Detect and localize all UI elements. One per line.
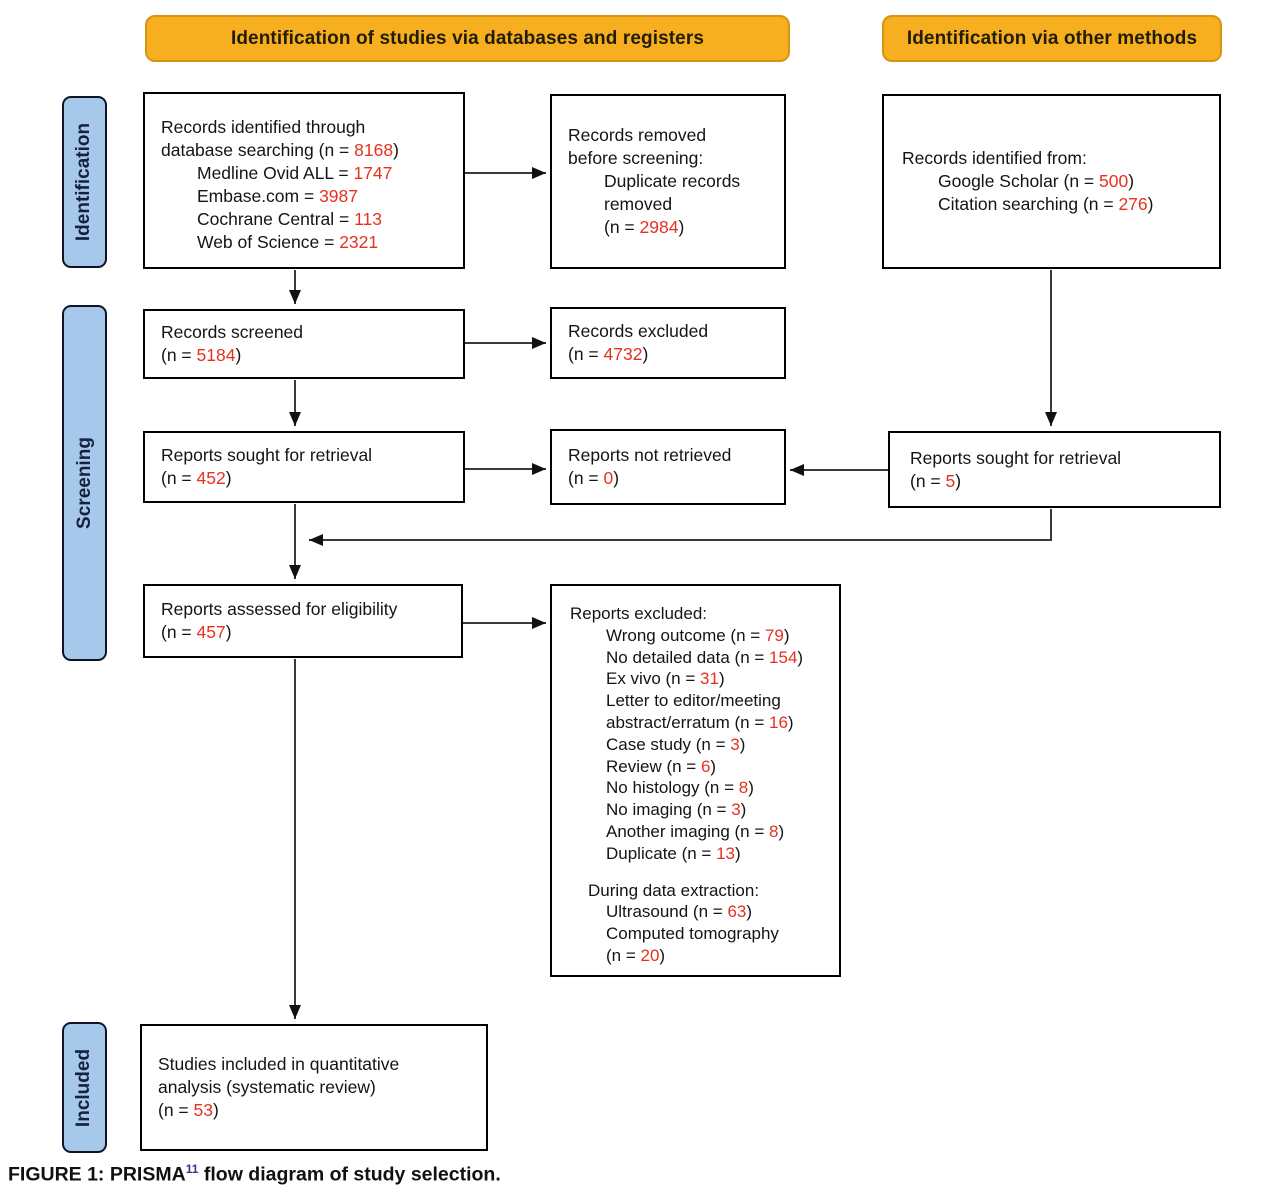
header-databases-label: Identification of studies via databases …: [230, 27, 705, 49]
figure-caption: FIGURE 1: PRISMA11 flow diagram of study…: [8, 1162, 501, 1186]
box-records-screened: Records screened(n = 5184): [143, 309, 465, 379]
header-databases-registers: Identification of studies via databases …: [145, 15, 790, 62]
stage-identification-text: Identification: [73, 122, 95, 242]
stage-included-text: Included: [73, 1048, 95, 1127]
box-reports-assessed-eligibility: Reports assessed for eligibility(n = 457…: [143, 584, 463, 658]
box-reports-sought-other: Reports sought for retrieval(n = 5): [888, 431, 1221, 508]
stage-label-screening: Screening: [62, 305, 107, 661]
header-other-label: Identification via other methods: [906, 27, 1198, 49]
box-records-identified-other: Records identified from:Google Scholar (…: [882, 94, 1221, 269]
box-records-excluded: Records excluded(n = 4732): [550, 307, 786, 379]
box-reports-excluded-detail: Reports excluded:Wrong outcome (n = 79)N…: [550, 584, 841, 977]
header-other-methods: Identification via other methods: [882, 15, 1222, 62]
box-reports-sought-databases: Reports sought for retrieval(n = 452): [143, 431, 465, 503]
arrow-other-sought-merge: [309, 509, 1052, 546]
stage-screening-text: Screening: [73, 437, 95, 529]
box-reports-not-retrieved: Reports not retrieved(n = 0): [550, 429, 786, 505]
stage-label-identification: Identification: [62, 96, 107, 268]
stage-label-included: Included: [62, 1022, 107, 1153]
